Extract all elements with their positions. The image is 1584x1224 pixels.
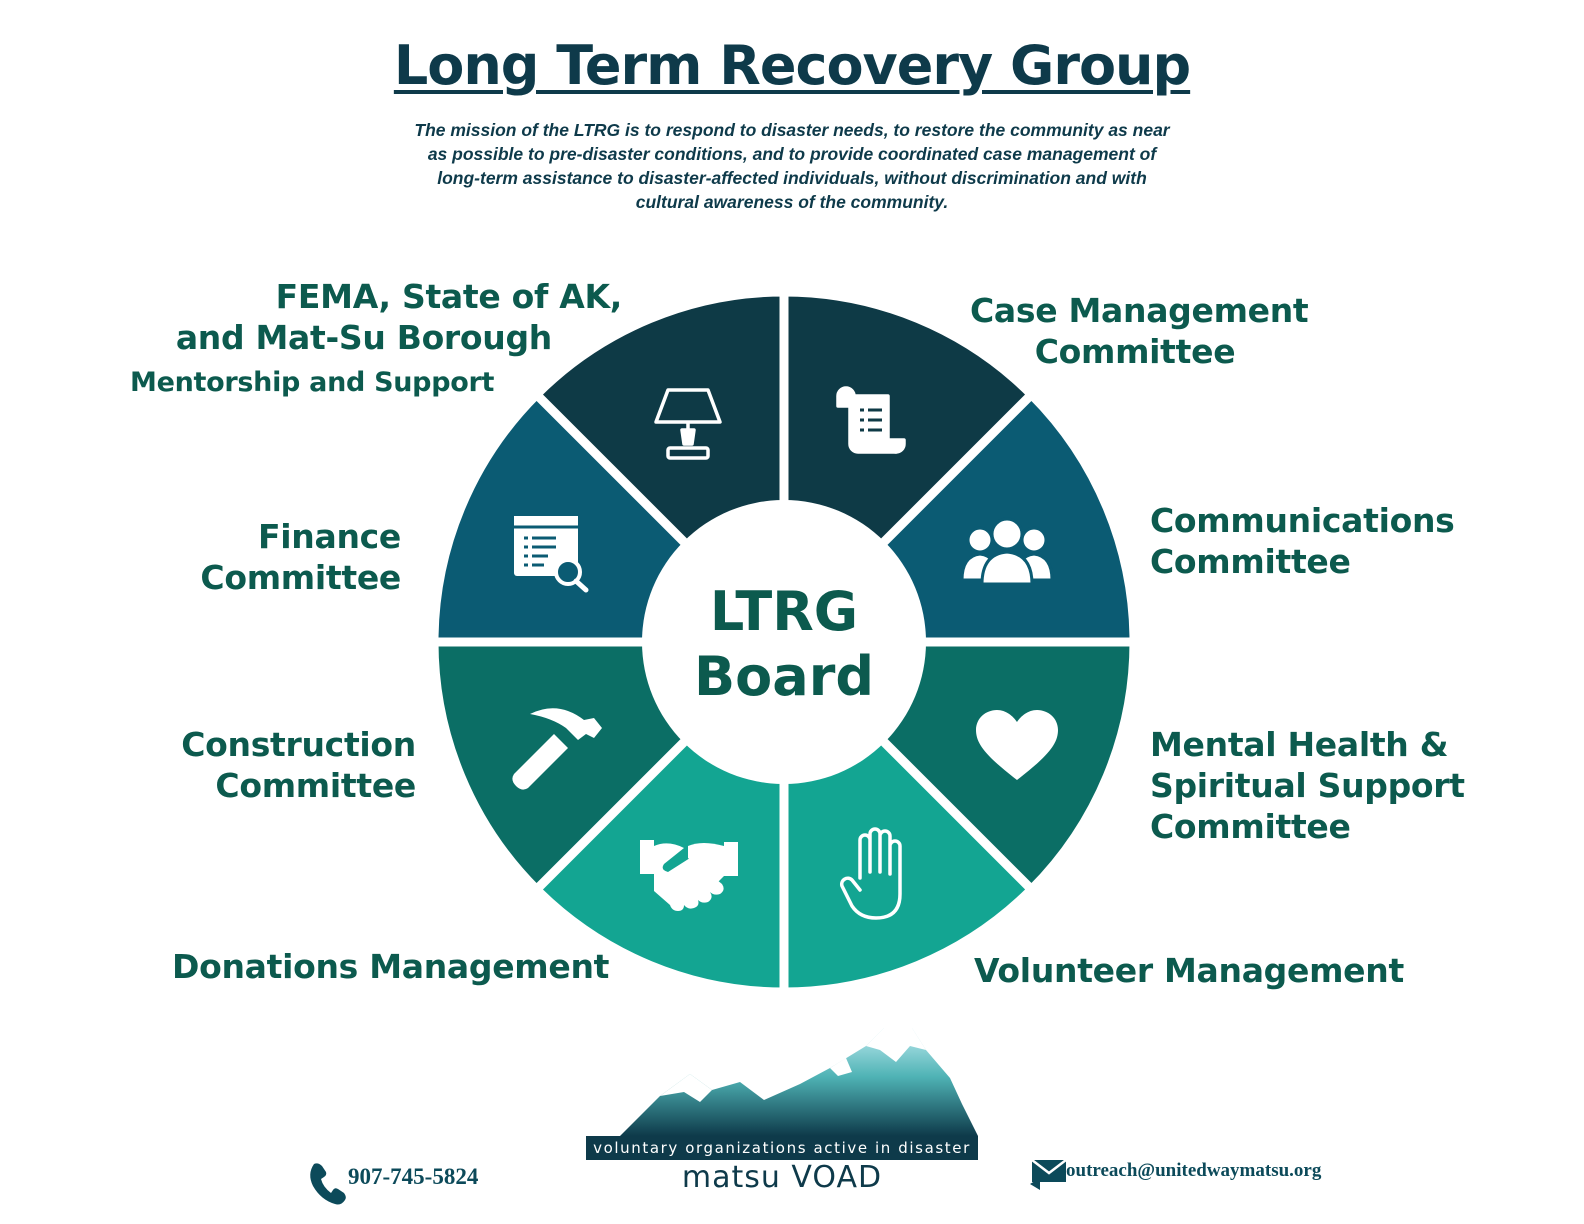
center-circle — [642, 500, 926, 784]
scroll-list-icon — [836, 386, 906, 454]
label-fema-line3-wrap: Mentorship and Support — [130, 362, 494, 403]
label-donations-management: Donations Management — [172, 947, 610, 986]
label-communications: Communications Committee — [1150, 500, 1455, 582]
label-finance: Finance Committee — [200, 516, 401, 598]
label-construction-line2: Committee — [215, 766, 416, 805]
label-volunteer-management: Volunteer Management — [974, 951, 1404, 990]
label-finance-line2: Committee — [200, 558, 401, 597]
heart-icon — [976, 710, 1058, 780]
hammer-icon — [512, 708, 602, 790]
label-construction-line1: Construction — [181, 725, 416, 764]
mission-statement: The mission of the LTRG is to respond to… — [414, 120, 1170, 212]
email-address: outreach@unitedwaymatsu.org — [1066, 1160, 1322, 1181]
desk-lamp-icon — [654, 388, 722, 460]
phone-icon — [310, 1163, 346, 1205]
label-fema-mentorship: FEMA, State of AK, — [275, 276, 623, 317]
matsu-voad-mountain-logo — [620, 1028, 978, 1136]
label-case-line2: Committee — [1034, 332, 1236, 371]
email-icon — [1030, 1159, 1067, 1190]
handshake-icon — [640, 840, 738, 911]
document-search-icon — [514, 516, 589, 593]
label-finance-line1: Finance — [258, 517, 401, 556]
raised-hand-icon — [839, 827, 902, 920]
label-fema-line1: FEMA, State of AK, — [275, 277, 623, 316]
label-mental-line3: Committee — [1150, 807, 1351, 846]
label-comm-line1: Communications — [1150, 501, 1455, 540]
org-tagline: voluntary organizations active in disast… — [586, 1136, 978, 1160]
label-construction: Construction Committee — [181, 724, 416, 806]
label-case-management: Case Management Committee — [970, 290, 1309, 372]
phone-number: 907-745-5824 — [348, 1164, 479, 1189]
label-mental-line1: Mental Health & — [1150, 725, 1449, 764]
label-fema-line2: and Mat-Su Borough — [175, 318, 552, 357]
center-label-line1: LTRG — [710, 580, 858, 643]
label-fema-line3: Mentorship and Support — [130, 367, 495, 398]
page-title: Long Term Recovery Group — [393, 34, 1191, 97]
label-comm-line2: Committee — [1150, 542, 1351, 581]
label-mental-line2: Spiritual Support — [1150, 766, 1465, 805]
center-label-line2: Board — [694, 645, 874, 708]
user-group-icon — [960, 517, 1054, 586]
label-mental-health: Mental Health & Spiritual Support Commit… — [1150, 724, 1465, 847]
label-fema-line2-wrap: and Mat-Su Borough — [176, 317, 552, 358]
org-name: matsu VOAD — [681, 1160, 883, 1195]
label-case-line1: Case Management — [970, 291, 1309, 330]
